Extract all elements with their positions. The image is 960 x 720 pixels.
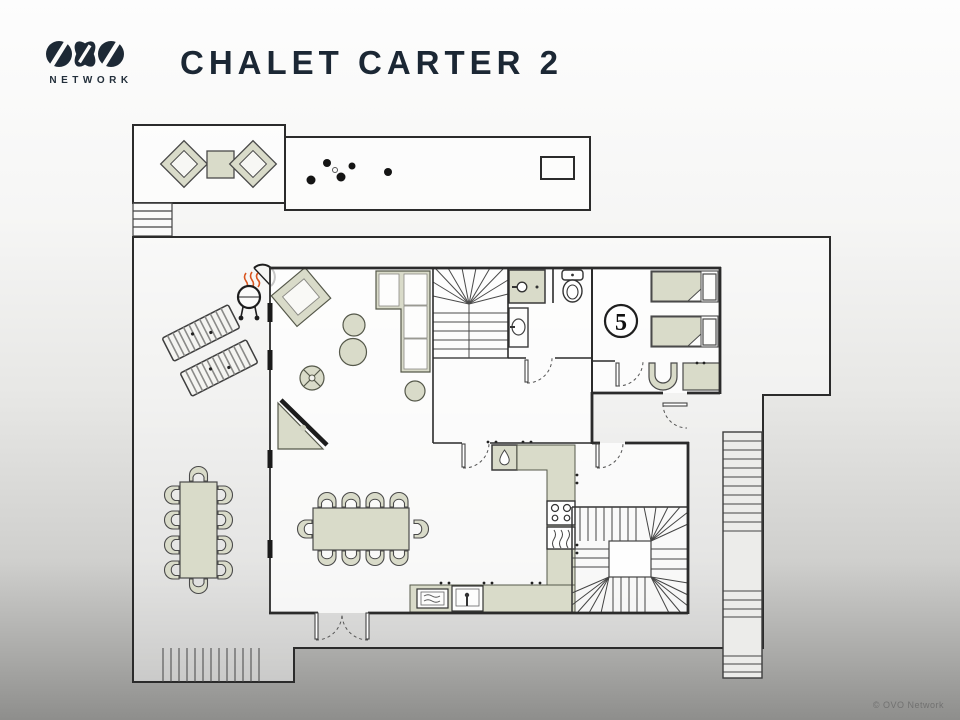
stove-burners-icon — [546, 500, 576, 526]
indoor-dining-set — [296, 491, 430, 567]
sink-icon — [508, 307, 529, 348]
kitchen — [409, 440, 579, 613]
door-swing-icon — [524, 357, 553, 384]
ensuite-toilet-icon — [648, 362, 678, 391]
deck-planter — [540, 156, 575, 180]
copyright-watermark: © OVO Network — [872, 700, 944, 710]
bed-icon — [650, 270, 719, 303]
exterior-stairs-icon — [722, 431, 763, 679]
balcony-steps-icon — [132, 202, 173, 237]
interior-stairs-icon — [432, 267, 509, 359]
door-swing-icon — [595, 442, 624, 469]
living-room — [270, 266, 431, 567]
door-swing-icon — [662, 402, 688, 429]
room-number: 5 — [615, 310, 627, 336]
pouf — [338, 337, 368, 367]
outdoor-dining-table — [179, 481, 218, 579]
room-number-badge: 5 — [603, 303, 639, 339]
bathroom — [508, 269, 584, 348]
ovo-logo-icon — [46, 40, 124, 68]
water-droplet-icon — [499, 449, 510, 466]
corner-sofa — [375, 270, 431, 373]
bed-icon — [650, 315, 719, 348]
dining-table — [312, 507, 410, 551]
shower-icon — [508, 269, 546, 304]
terrace-steps-icon — [162, 648, 260, 682]
outdoor-dining-set — [163, 465, 234, 595]
side-table — [299, 365, 325, 391]
sun-lounger-icon — [180, 339, 258, 397]
upper-balcony — [132, 124, 286, 204]
door-swing-icon — [461, 442, 490, 469]
oven-icon — [546, 526, 576, 550]
toilet-icon — [561, 269, 584, 303]
pouf — [404, 380, 426, 402]
upper-deck — [284, 136, 591, 211]
deck-stone-dots — [306, 159, 392, 185]
brand-logo: NETWORK — [45, 38, 133, 86]
page-title: CHALET CARTER 2 — [180, 44, 564, 81]
spiral-stairs-icon — [571, 506, 689, 614]
balcony-chair-icon — [159, 139, 209, 189]
kitchen-sink-icon — [451, 585, 484, 612]
door-swing-icon — [615, 360, 644, 387]
dishwasher-icon — [416, 588, 449, 609]
french-doors-icon — [314, 612, 370, 641]
bedroom-5: 5 — [603, 270, 721, 391]
doors — [314, 357, 688, 641]
balcony-chair-icon — [228, 139, 278, 189]
brand-subtitle: NETWORK — [49, 75, 133, 86]
armchair — [270, 266, 332, 328]
vanity-unit — [682, 361, 721, 391]
water-appliance — [491, 444, 518, 471]
building-walls — [269, 266, 722, 615]
sun-lounger-icon — [162, 304, 240, 362]
fireplace-icon — [277, 398, 329, 450]
pouf — [342, 313, 366, 337]
